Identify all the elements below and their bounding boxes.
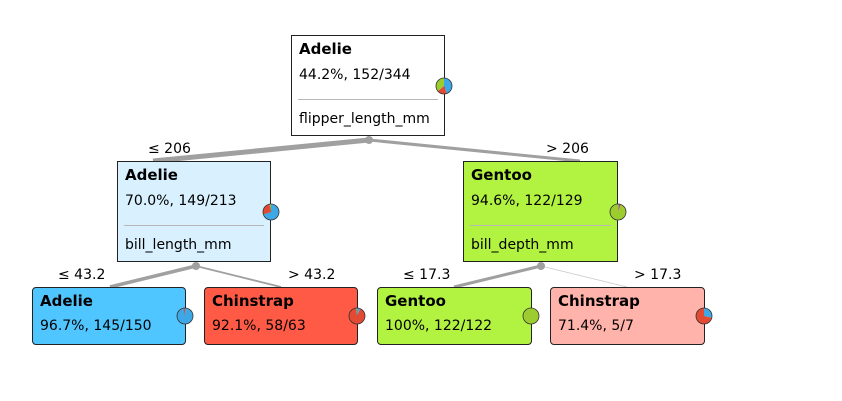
pie-outline	[262, 203, 280, 221]
class-distribution-pie	[348, 307, 366, 325]
pie-outline	[176, 307, 194, 325]
pie-slice	[523, 308, 539, 324]
node-split-attribute: bill_length_mm	[125, 237, 232, 253]
tree-leaf-chinstrap-2[interactable]: Chinstrap 71.4%, 5/7	[550, 287, 713, 345]
node-class-label: Adelie	[125, 166, 178, 184]
node-class-label: Gentoo	[471, 166, 532, 184]
tree-node-right[interactable]: Gentoo 94.6%, 122/129 bill_depth_mm	[463, 161, 627, 262]
edge-label-left: ≤ 206	[148, 141, 191, 157]
pie-slice	[183, 308, 185, 316]
pie-slice	[349, 308, 365, 324]
tree-node-left[interactable]: Adelie 70.0%, 149/213 bill_length_mm	[117, 161, 280, 262]
edge-left-leaf1	[109, 264, 197, 289]
edge-label-leaf2: > 43.2	[288, 267, 336, 283]
pie-outline	[695, 307, 713, 325]
class-distribution-pie	[522, 307, 540, 325]
edge-label-leaf3: ≤ 17.3	[403, 267, 451, 283]
pie-slice	[618, 204, 622, 212]
edge-right-leaf4	[540, 265, 628, 288]
pie-slice	[618, 204, 620, 212]
left-split-dot	[192, 262, 200, 270]
edge-right-leaf3	[453, 264, 542, 289]
pie-slice	[263, 204, 279, 220]
node-stats: 92.1%, 58/63	[212, 318, 306, 334]
node-stats: 44.2%, 152/344	[299, 67, 411, 83]
node-stats: 96.7%, 145/150	[40, 318, 152, 334]
edge-root-left	[152, 137, 370, 164]
class-distribution-pie	[262, 203, 280, 221]
pie-slice	[357, 308, 361, 316]
pie-outline	[609, 203, 627, 221]
tree-leaf-adelie[interactable]: Adelie 96.7%, 145/150	[32, 287, 194, 345]
node-class-label: Adelie	[299, 40, 352, 58]
class-distribution-pie	[435, 77, 453, 95]
node-split-attribute: flipper_length_mm	[299, 111, 430, 127]
pie-slice	[356, 308, 357, 316]
node-class-label: Adelie	[40, 292, 93, 310]
edge-left-leaf2	[195, 265, 282, 288]
pie-slice	[444, 78, 452, 94]
node-class-label: Chinstrap	[558, 292, 640, 310]
node-stats: 71.4%, 5/7	[558, 318, 634, 334]
edge-label-leaf1: ≤ 43.2	[58, 267, 106, 283]
tree-leaf-gentoo[interactable]: Gentoo 100%, 122/122	[377, 287, 540, 345]
tree-node-root[interactable]: Adelie 44.2%, 152/344 flipper_length_mm	[291, 35, 453, 136]
node-stats: 70.0%, 149/213	[125, 193, 237, 209]
class-distribution-pie	[176, 307, 194, 325]
class-distribution-pie	[695, 307, 713, 325]
edge-root-right	[368, 138, 581, 163]
node-split-attribute: bill_depth_mm	[471, 237, 574, 253]
pie-slice	[269, 204, 271, 212]
node-stats: 94.6%, 122/129	[471, 193, 583, 209]
pie-outline	[435, 77, 453, 95]
pie-outline	[348, 307, 366, 325]
node-separator	[298, 99, 438, 100]
node-stats: 100%, 122/122	[385, 318, 493, 334]
pie-slice	[704, 308, 712, 318]
pie-outline	[522, 307, 540, 325]
edge-label-right: > 206	[546, 141, 589, 157]
node-class-label: Chinstrap	[212, 292, 294, 310]
pie-slice	[437, 86, 447, 94]
pie-slice	[610, 204, 626, 220]
right-split-dot	[537, 262, 545, 270]
class-distribution-pie	[609, 203, 627, 221]
root-split-dot	[365, 136, 373, 144]
pie-slice	[696, 308, 712, 324]
tree-leaf-chinstrap[interactable]: Chinstrap 92.1%, 58/63	[204, 287, 366, 345]
node-separator	[124, 225, 264, 226]
node-class-label: Gentoo	[385, 292, 446, 310]
edge-label-leaf4: > 17.3	[634, 267, 682, 283]
node-separator	[470, 225, 611, 226]
